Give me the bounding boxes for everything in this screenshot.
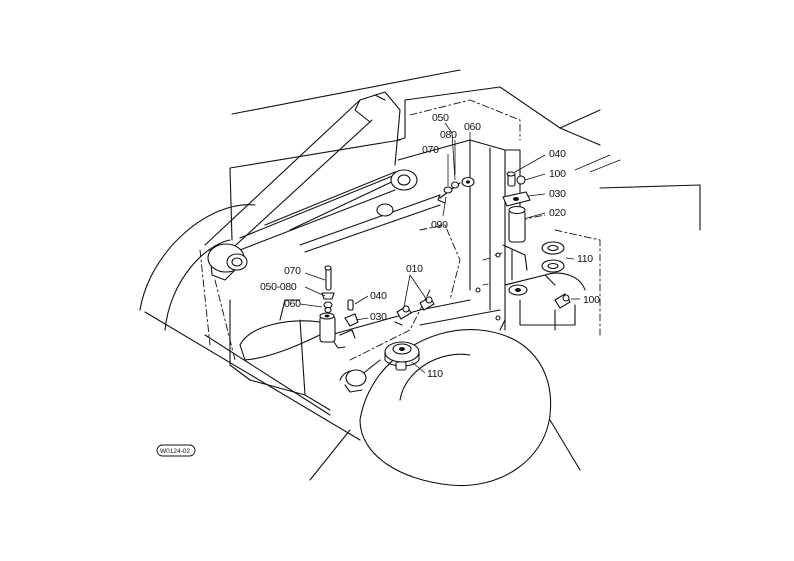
label-060-left: 060 — [284, 298, 301, 310]
label-070-top: 070 — [422, 144, 439, 156]
fitting-mid — [339, 299, 359, 339]
grease-fitting-top — [437, 176, 475, 204]
kingpin-bottom — [384, 341, 420, 371]
right-stack — [502, 171, 531, 281]
label-050-080-left: 050-080 — [260, 281, 297, 293]
label-060-top: 060 — [464, 121, 481, 133]
leader-lines — [299, 122, 580, 374]
drawing-code-badge: W0124-02 — [156, 444, 196, 457]
washers-110 — [508, 241, 565, 296]
label-110-bottom: 110 — [427, 368, 443, 380]
fitting-010 — [394, 296, 435, 326]
label-100-right-top: 100 — [549, 168, 566, 180]
label-030-right: 030 — [549, 188, 566, 200]
label-100-right-bottom: 100 — [583, 294, 600, 306]
label-090-top: 090 — [431, 219, 448, 231]
label-070-left: 070 — [284, 265, 301, 277]
part-labels: 050 080 060 070 090 070 050-080 060 040 … — [260, 112, 600, 380]
label-080-top: 080 — [440, 129, 457, 141]
label-050-top: 050 — [432, 112, 449, 124]
machine-outline — [139, 69, 701, 487]
label-040-right: 040 — [549, 148, 566, 160]
parts — [319, 171, 571, 371]
label-040-mid: 040 — [370, 290, 387, 302]
label-010: 010 — [406, 263, 423, 275]
fitting-100-right — [554, 293, 571, 309]
drawing-code-text: W0124-02 — [160, 448, 190, 455]
pin-left — [319, 265, 346, 349]
label-030-mid: 030 — [370, 311, 387, 323]
label-020: 020 — [549, 207, 566, 219]
label-110-right: 110 — [577, 253, 593, 265]
